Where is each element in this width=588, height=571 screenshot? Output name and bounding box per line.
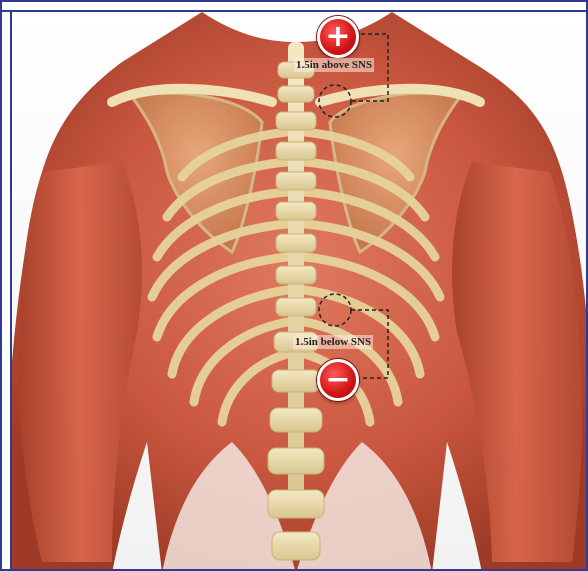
- above-sns-label: 1.5in above SNS: [294, 58, 374, 72]
- positive-electrode: +: [317, 16, 359, 58]
- plus-icon: +: [325, 22, 350, 52]
- negative-electrode: −: [317, 359, 359, 401]
- below-sns-label: 1.5in below SNS: [293, 335, 373, 349]
- minus-icon: −: [325, 365, 350, 395]
